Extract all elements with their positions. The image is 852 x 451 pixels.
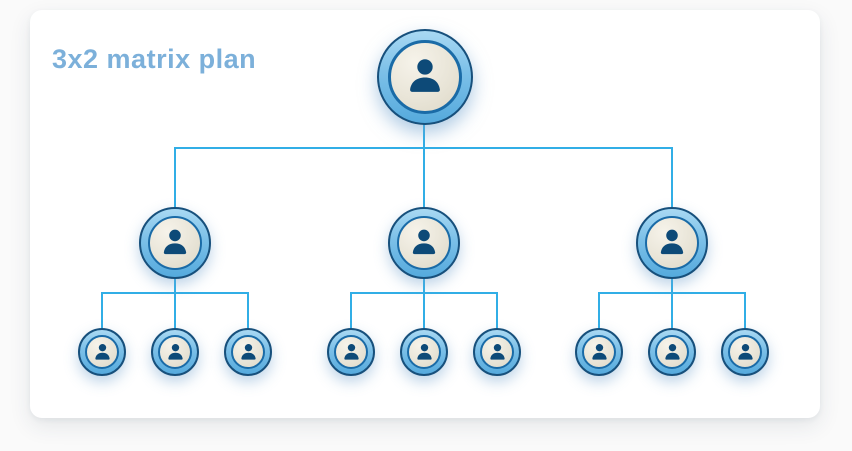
connector-drop <box>598 292 600 329</box>
connector-root-stem <box>423 123 425 149</box>
connector-drop <box>671 147 673 208</box>
connector-stem <box>423 277 425 294</box>
node-face <box>480 335 514 369</box>
node-face <box>397 216 451 270</box>
level2-member-node <box>721 328 769 376</box>
page-title: 3x2 matrix plan <box>52 44 257 74</box>
level2-member-node <box>327 328 375 376</box>
connector-drop <box>671 292 673 329</box>
person-icon <box>591 343 607 360</box>
node-face <box>148 216 202 270</box>
level1-member-node <box>139 207 211 279</box>
level2-member-node <box>648 328 696 376</box>
node-face <box>334 335 368 369</box>
person-icon <box>660 229 684 255</box>
level2-member-node <box>400 328 448 376</box>
node-face <box>85 335 119 369</box>
connector-drop <box>423 147 425 208</box>
node-face <box>231 335 265 369</box>
connector-drop <box>350 292 352 329</box>
person-icon <box>94 343 110 360</box>
level2-member-node <box>224 328 272 376</box>
node-face <box>582 335 616 369</box>
root-member-node <box>377 29 473 125</box>
connector-drop <box>423 292 425 329</box>
node-face <box>388 40 462 114</box>
person-icon <box>167 343 183 360</box>
connector-stem <box>671 277 673 294</box>
person-icon <box>410 59 440 92</box>
person-icon <box>489 343 505 360</box>
person-icon <box>737 343 753 360</box>
connector-drop <box>744 292 746 329</box>
connector-drop <box>174 147 176 208</box>
node-face <box>407 335 441 369</box>
person-icon <box>163 229 187 255</box>
level1-member-node <box>388 207 460 279</box>
connector-drop <box>174 292 176 329</box>
node-face <box>158 335 192 369</box>
node-face <box>728 335 762 369</box>
person-icon <box>664 343 680 360</box>
person-icon <box>343 343 359 360</box>
person-icon <box>412 229 436 255</box>
level2-member-node <box>78 328 126 376</box>
connector-drop <box>496 292 498 329</box>
connector-stem <box>174 277 176 294</box>
level1-member-node <box>636 207 708 279</box>
node-face <box>655 335 689 369</box>
level2-member-node <box>151 328 199 376</box>
person-icon <box>416 343 432 360</box>
connector-drop <box>101 292 103 329</box>
level2-member-node <box>575 328 623 376</box>
connector-drop <box>247 292 249 329</box>
node-face <box>645 216 699 270</box>
person-icon <box>240 343 256 360</box>
level2-member-node <box>473 328 521 376</box>
